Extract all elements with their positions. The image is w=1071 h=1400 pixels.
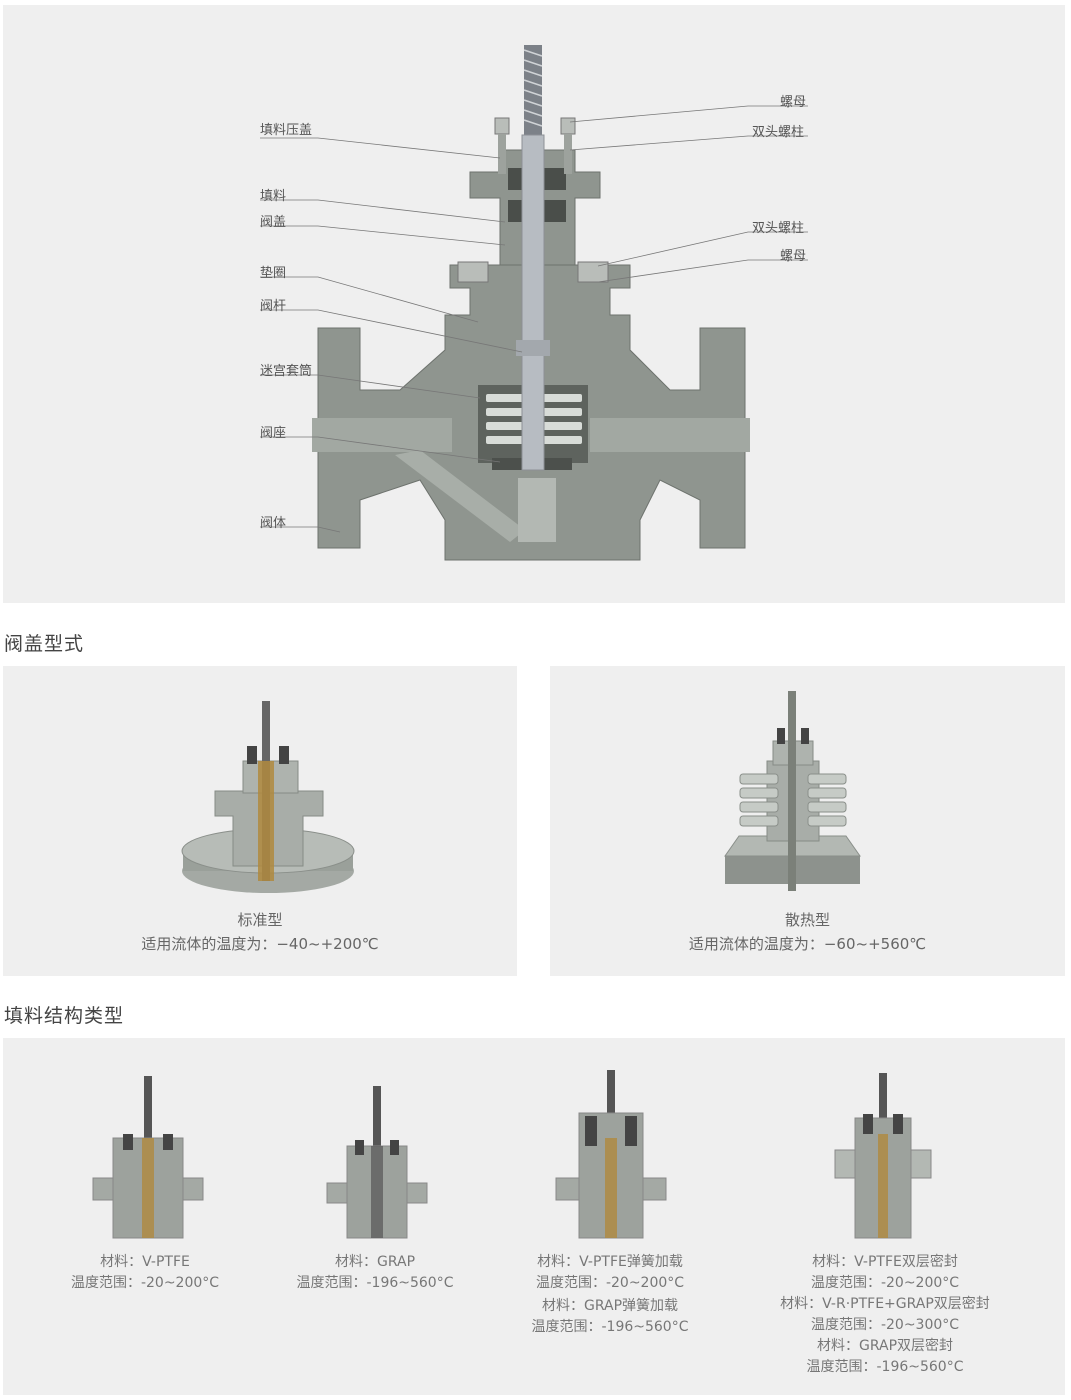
caption-line: 温度范围：-196~560°C <box>531 1319 689 1335</box>
packing-spring-caption: 材料：V-PTFE弹簧加载 温度范围：-20~200°C 材料：GRAP弹簧加载… <box>490 1252 730 1338</box>
caption-line: 温度范围：-20~200°C <box>70 1275 220 1291</box>
caption-line: 材料：GRAP弹簧加载 <box>541 1298 679 1314</box>
caption-line: 温度范围：-196~560°C <box>806 1359 964 1375</box>
label-stud-bottom: 双头螺柱 <box>752 221 805 236</box>
label-labyrinth-cage: 迷宫套筒 <box>260 364 313 379</box>
bonnet-extension-temp: 适用流体的温度为：−60~+560℃ <box>688 935 927 953</box>
packing-grap-caption: 材料：GRAP 温度范围：-196~560°C <box>260 1252 490 1294</box>
packing-spring-loaded-icon <box>555 1070 667 1239</box>
packing-v-ptfe-icon <box>92 1076 204 1239</box>
caption-line: 温度范围：-20~200°C <box>535 1275 685 1291</box>
packing-v-ptfe-caption: 材料：V-PTFE 温度范围：-20~200°C <box>30 1252 260 1294</box>
caption-line: 温度范围：-20~200°C <box>810 1275 960 1291</box>
caption-line: 材料：V-PTFE弹簧加载 <box>537 1254 683 1270</box>
packing-double-caption: 材料：V-PTFE双层密封 温度范围：-20~200°C 材料：V-R·PTFE… <box>740 1252 1030 1378</box>
caption-line: 材料：GRAP双层密封 <box>816 1338 954 1354</box>
section-title-packing: 填料结构类型 <box>4 1005 125 1027</box>
caption-line: 材料：V-R·PTFE+GRAP双层密封 <box>780 1296 990 1312</box>
packing-double-seal-icon <box>834 1073 932 1239</box>
caption-line: 材料：V-PTFE <box>100 1254 190 1270</box>
caption-line: 温度范围：-20~300°C <box>810 1317 960 1333</box>
caption-line: 材料：GRAP <box>334 1254 416 1270</box>
bonnet-extension-name: 散热型 <box>784 911 830 929</box>
caption-line: 温度范围：-196~560°C <box>296 1275 454 1291</box>
label-gasket: 垫圈 <box>260 266 287 281</box>
label-body: 阀体 <box>260 516 287 531</box>
bonnet-extension-caption: 散热型 适用流体的温度为：−60~+560℃ <box>550 908 1065 956</box>
label-stem: 阀杆 <box>260 299 287 314</box>
bonnet-extension-illustration <box>724 691 861 891</box>
bonnet-standard-illustration <box>181 701 355 893</box>
bonnet-standard-caption: 标准型 适用流体的温度为：−40~+200℃ <box>3 908 517 956</box>
bonnet-standard-temp: 适用流体的温度为：−40~+200℃ <box>141 935 379 953</box>
label-nut-bottom: 螺母 <box>780 249 807 264</box>
packing-illustrations <box>92 1070 932 1239</box>
label-bonnet: 阀盖 <box>260 215 287 230</box>
label-packing-gland: 填料压盖 <box>260 123 313 138</box>
bonnet-standard-name: 标准型 <box>237 911 283 929</box>
valve-section-illustration <box>260 45 808 561</box>
label-seat: 阀座 <box>260 426 287 441</box>
label-nut-top: 螺母 <box>780 95 807 110</box>
label-stud-top: 双头螺柱 <box>752 125 805 140</box>
caption-line: 材料：V-PTFE双层密封 <box>812 1254 958 1270</box>
label-packing: 填料 <box>260 189 287 204</box>
packing-grap-icon <box>326 1086 428 1239</box>
section-title-bonnet: 阀盖型式 <box>4 633 85 655</box>
